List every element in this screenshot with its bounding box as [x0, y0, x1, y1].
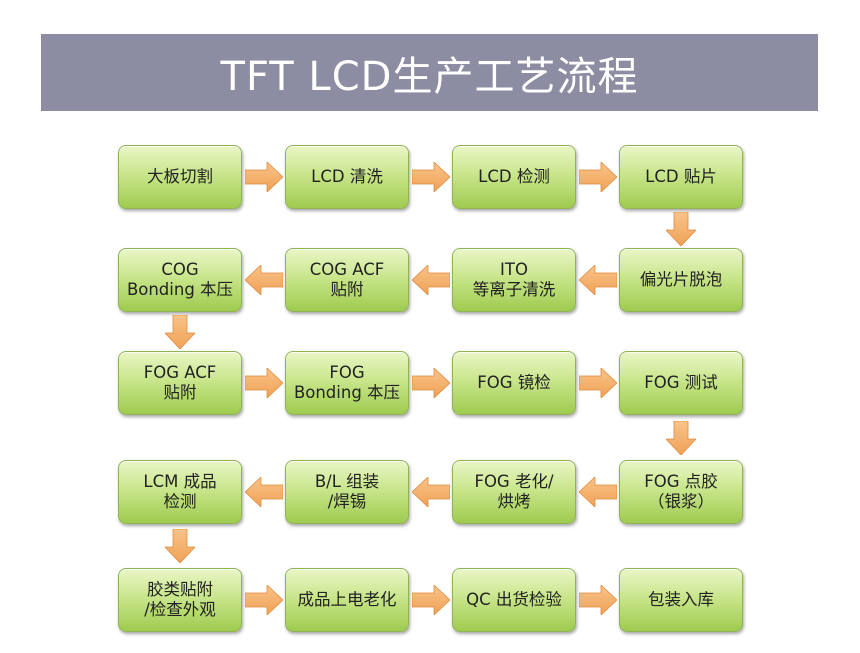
arrow-right-icon — [244, 368, 283, 398]
arrow-right-icon — [244, 585, 283, 615]
process-step-18: 成品上电老化 — [285, 568, 409, 632]
step-label-line: LCM 成品 — [143, 472, 217, 491]
arrow-right-icon — [244, 162, 283, 192]
arrow-left-icon — [244, 265, 283, 295]
step-label-line: 贴附 — [330, 280, 364, 299]
process-step-14: FOG 老化/烘烤 — [452, 460, 576, 524]
step-label-line: Bonding 本压 — [293, 383, 401, 402]
process-step-19: QC 出货检验 — [452, 568, 576, 632]
arrow-right-icon — [411, 585, 450, 615]
step-label-line: 烘烤 — [497, 492, 531, 511]
process-step-1: 大板切割 — [118, 145, 242, 209]
page-title: TFT LCD生产工艺流程 — [220, 53, 639, 100]
step-label-line: /焊锡 — [327, 492, 367, 511]
step-label-line: B/L 组装 — [314, 472, 380, 491]
step-label-line: 包装入库 — [648, 590, 714, 609]
arrow-down-icon — [165, 529, 195, 563]
step-label-line: 检测 — [163, 492, 197, 511]
process-step-17: 胶类贴附/检查外观 — [118, 568, 242, 632]
arrow-left-icon — [578, 265, 617, 295]
process-step-11: FOG 镜检 — [452, 351, 576, 415]
step-label-line: 胶类贴附 — [147, 580, 213, 599]
step-label-line: FOG ACF — [143, 363, 217, 382]
step-label-line: （银浆） — [648, 492, 714, 511]
step-label-line: ITO — [500, 260, 528, 279]
arrow-left-icon — [411, 265, 450, 295]
process-step-4: LCD 贴片 — [619, 145, 743, 209]
step-label-line: FOG 老化/ — [474, 472, 554, 491]
arrow-right-icon — [578, 368, 617, 398]
step-label-line: 偏光片脱泡 — [639, 270, 723, 289]
process-step-20: 包装入库 — [619, 568, 743, 632]
step-label-line: LCD 贴片 — [645, 167, 717, 186]
step-label-line: FOG — [329, 363, 365, 382]
process-step-15: B/L 组装/焊锡 — [285, 460, 409, 524]
arrow-right-icon — [578, 585, 617, 615]
step-label-line: QC 出货检验 — [466, 590, 562, 609]
step-label-line: COG — [161, 260, 199, 279]
step-label-line: Bonding 本压 — [126, 280, 234, 299]
step-label-line: /检查外观 — [144, 600, 216, 619]
process-step-5: 偏光片脱泡 — [619, 248, 743, 312]
process-step-12: FOG 测试 — [619, 351, 743, 415]
process-step-2: LCD 清洗 — [285, 145, 409, 209]
process-step-16: LCM 成品检测 — [118, 460, 242, 524]
step-label-line: FOG 镜检 — [477, 373, 551, 392]
arrow-down-icon — [165, 314, 195, 349]
step-label-line: LCD 检测 — [478, 167, 550, 186]
arrow-down-icon — [666, 420, 696, 455]
step-label-line: COG ACF — [309, 260, 385, 279]
step-label-line: 成品上电老化 — [297, 590, 397, 609]
arrow-right-icon — [578, 162, 617, 192]
step-label-line: 大板切割 — [147, 167, 213, 186]
arrow-left-icon — [411, 477, 450, 507]
arrow-right-icon — [411, 368, 450, 398]
step-label-line: FOG 测试 — [644, 373, 718, 392]
step-label-line: 等离子清洗 — [472, 280, 556, 299]
title-banner: TFT LCD生产工艺流程 — [41, 34, 818, 111]
step-label-line: 贴附 — [163, 383, 197, 402]
arrow-down-icon — [666, 211, 696, 246]
step-label-line: LCD 清洗 — [311, 167, 383, 186]
arrow-right-icon — [411, 162, 450, 192]
process-step-13: FOG 点胶（银浆） — [619, 460, 743, 524]
step-label-line: FOG 点胶 — [644, 472, 718, 491]
arrow-left-icon — [578, 477, 617, 507]
process-step-3: LCD 检测 — [452, 145, 576, 209]
arrow-left-icon — [244, 477, 283, 507]
